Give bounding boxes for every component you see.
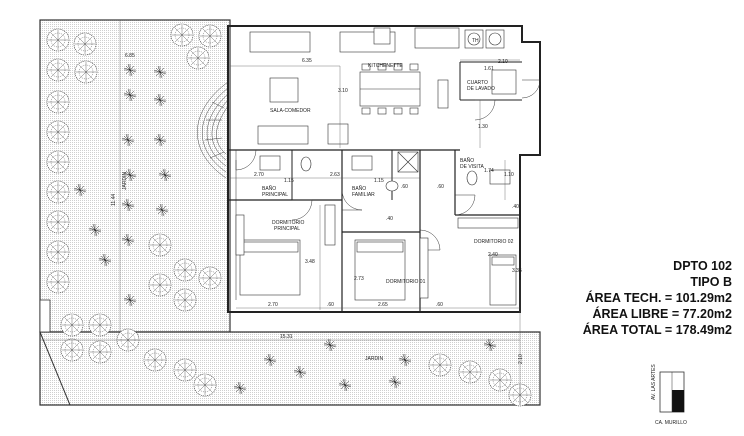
dim-60d: .60 (436, 302, 443, 308)
furniture (235, 27, 519, 306)
street-vertical-label: AV. LAS ARTES (651, 364, 657, 400)
dim-210: 2.10 (498, 59, 508, 65)
dimension-lines (40, 20, 521, 405)
label-dorm-02: DORMITORIO 02 (474, 239, 514, 245)
label-lavado-2: DE LAVADO (467, 86, 495, 92)
dim-130: 1.30 (478, 124, 488, 130)
unit-info: DPTO 102 TIPO B ÁREA TECH. = 101.29m2 ÁR… (583, 258, 732, 338)
dim-40a: .40 (386, 216, 393, 222)
area-total: ÁREA TOTAL = 178.49m2 (582, 323, 732, 337)
key-plan: AV. LAS ARTES CA. MURILLO (651, 364, 687, 426)
dim-60c: .60 (327, 302, 334, 308)
label-kitchenette: KITCHENETTE (368, 63, 403, 69)
garden-west (39, 19, 231, 333)
label-dorm-principal-2: PRINCIPAL (274, 226, 300, 232)
label-th: TH (472, 38, 479, 44)
label-bano-familiar-2: FAMILIAR (352, 192, 375, 198)
label-dorm-principal-1: DORMITORIO (272, 220, 305, 226)
dim-270b: 2.70 (268, 302, 278, 308)
label-bano-familiar-1: BAÑO (352, 185, 366, 192)
label-bano-principal-2: PRINCIPAL (262, 192, 288, 198)
dim-60b: .60 (437, 184, 444, 190)
dim-60a: .60 (401, 184, 408, 190)
label-lavado-1: CUARTO (467, 80, 488, 86)
dim-240: 2.40 (488, 252, 498, 258)
dim-270a: 2.70 (254, 172, 264, 178)
dim-161: 1.61 (484, 66, 494, 72)
dim-310a: 3.10 (338, 88, 348, 94)
dim-265: 2.65 (378, 302, 388, 308)
label-bano-visita-1: BAÑO (460, 157, 474, 164)
dim-273: 2.73 (354, 276, 364, 282)
garden-south (39, 299, 541, 406)
dim-115b: 1.15 (374, 178, 384, 184)
label-dorm-01: DORMITORIO 01 (386, 279, 426, 285)
street-horizontal-label: CA. MURILLO (655, 420, 687, 426)
dim-263: 2.63 (330, 172, 340, 178)
label-jardin-south: JARDIN (365, 356, 383, 362)
area-libre: ÁREA LIBRE = 77.20m2 (592, 307, 732, 321)
dim-685: 6.85 (125, 53, 135, 59)
label-sala: SALA-COMEDOR (270, 108, 311, 114)
dim-210b: 2.10 (518, 354, 524, 364)
curved-feature (197, 81, 229, 179)
dim-110: 1.10 (504, 172, 514, 178)
dim-40b: .40 (512, 204, 519, 210)
dim-1144: 11.44 (111, 194, 117, 206)
unit-type: TIPO B (690, 275, 732, 289)
doors (235, 79, 541, 251)
dim-1531: 15.31 (280, 334, 293, 340)
unit-name: DPTO 102 (673, 259, 732, 273)
dim-174: 1.74 (484, 168, 494, 174)
area-techada: ÁREA TECH. = 101.29m2 (585, 291, 732, 305)
dim-348: 3.48 (305, 259, 315, 265)
dimension-labels: 6.85 11.44 6.35 3.10 2.10 1.61 1.30 2.70… (111, 53, 524, 364)
dim-115a: 1.15 (284, 178, 294, 184)
label-bano-visita-2: DE VISITA (460, 164, 484, 170)
dim-335: 3.35 (512, 268, 522, 274)
dim-635: 6.35 (302, 58, 312, 64)
label-jardin-west: JARDIN (122, 172, 128, 190)
room-labels: JARDIN JARDIN SALA-COMEDOR KITCHENETTE C… (122, 38, 514, 362)
label-bano-principal-1: BAÑO (262, 185, 276, 192)
